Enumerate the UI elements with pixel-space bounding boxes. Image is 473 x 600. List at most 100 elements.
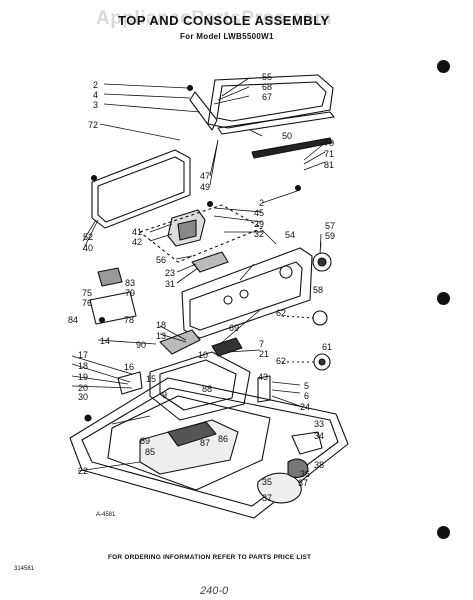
part-label-32: 32 [254, 229, 264, 239]
part-label-49: 49 [200, 182, 210, 192]
lid-opening [107, 395, 271, 491]
part-label-3: 3 [93, 100, 98, 110]
part-label-57: 57 [325, 221, 335, 231]
part-label-18: 18 [156, 320, 166, 330]
part-label-90: 90 [136, 340, 146, 350]
part-label-72: 72 [88, 120, 98, 130]
part-label-30: 30 [78, 392, 88, 402]
mounting-outline [139, 204, 263, 263]
part-label-71: 71 [324, 149, 334, 159]
part-label-10: 10 [198, 350, 208, 360]
bracket-part [257, 375, 271, 403]
hose-part [291, 431, 323, 455]
part-label-54: 54 [285, 230, 295, 240]
knob-62-upper [312, 310, 328, 326]
part-label-15: 15 [146, 374, 156, 384]
part-label-33: 33 [314, 419, 324, 429]
switch-part [191, 251, 229, 273]
part-label-67: 67 [262, 92, 272, 102]
part-label-41: 41 [132, 227, 142, 237]
part-label-76: 76 [82, 298, 92, 308]
part-label-18: 18 [78, 361, 88, 371]
part-label-56: 56 [156, 255, 166, 265]
part-label-59: 59 [325, 231, 335, 241]
part-label-62: 62 [276, 308, 286, 318]
part-label-5: 5 [304, 381, 309, 391]
trim-strip-part [217, 111, 335, 135]
part-label-58: 58 [313, 285, 323, 295]
model-subtitle: For Model LWB5500W1 [180, 32, 274, 41]
part-label-2: 2 [259, 198, 264, 208]
part-label-22: 22 [78, 466, 88, 476]
part-label-68: 68 [262, 82, 272, 92]
part-label-21: 21 [259, 349, 269, 359]
part-label-37: 37 [262, 493, 272, 503]
part-label-84: 84 [68, 315, 78, 325]
part-label-34: 34 [314, 431, 324, 441]
part-label-70: 70 [324, 138, 334, 148]
part-label-83: 83 [125, 278, 135, 288]
part-label-42: 42 [132, 237, 142, 247]
part-label-43: 43 [258, 372, 268, 382]
part-label-7: 7 [259, 339, 264, 349]
part-label-17: 17 [78, 350, 88, 360]
part-label-61: 61 [322, 342, 332, 352]
drawing-code: A-4581 [96, 512, 116, 518]
switch-10-part [211, 337, 243, 357]
part-label-69: 69 [229, 323, 239, 333]
part-label-38: 38 [314, 460, 324, 470]
part-label-85: 85 [145, 447, 155, 457]
part-label-78: 78 [124, 315, 134, 325]
part-label-89: 89 [140, 436, 150, 446]
part-label-23: 23 [165, 268, 175, 278]
knob-part [312, 252, 332, 272]
part-number-labels: 2 4 3 72 55 68 67 50 70 71 81 47 49 2 45… [68, 72, 335, 503]
part-label-37: 37 [298, 478, 308, 488]
part-label-13: 13 [156, 331, 166, 341]
part-label-87: 87 [200, 438, 210, 448]
part-label-88: 88 [202, 384, 212, 394]
part-label-47: 47 [200, 171, 210, 181]
watermark: AppliancePartsPros.com [96, 8, 332, 29]
part-label-16: 16 [124, 362, 134, 372]
ordering-note: FOR ORDERING INFORMATION REFER TO PARTS … [108, 554, 312, 561]
part-label-6: 6 [304, 391, 309, 401]
part-label-45: 45 [254, 208, 264, 218]
connector-part [97, 267, 123, 287]
diagram-title: TOP AND CONSOLE ASSEMBLY [118, 13, 330, 28]
rear-cover-part [91, 149, 191, 229]
part-label-86: 86 [218, 434, 228, 444]
part-label-24: 24 [300, 402, 310, 412]
part-label-35: 35 [262, 477, 272, 487]
part-label-81: 81 [324, 160, 334, 170]
part-label-20: 20 [78, 383, 88, 393]
part-label-79: 79 [125, 288, 135, 298]
part-label-62: 62 [276, 356, 286, 366]
top-panel-part [69, 377, 349, 519]
handwritten-note: 240-0 [200, 585, 229, 597]
pump-part [257, 472, 302, 504]
hinge-assembly-part [149, 351, 251, 421]
part-label-75: 75 [82, 288, 92, 298]
part-label-2: 2 [93, 80, 98, 90]
control-panel-part [181, 247, 313, 339]
part-label-40: 40 [83, 243, 93, 253]
end-cap-part [189, 91, 218, 131]
binder-hole-bottom [437, 526, 450, 539]
part-label-55: 55 [262, 72, 272, 82]
part-label-50: 50 [282, 131, 292, 141]
page-code: 314581 [14, 566, 35, 572]
water-valve-part [159, 329, 201, 355]
latch-part [117, 371, 143, 395]
binder-hole-middle [437, 292, 450, 305]
leader-lines [71, 77, 326, 472]
part-label-29: 29 [254, 219, 264, 229]
part-label-31: 31 [165, 279, 175, 289]
part-label-52: 52 [83, 232, 93, 242]
part-label-9: 9 [162, 390, 167, 400]
binder-hole-top [437, 60, 450, 73]
part-label-14: 14 [100, 336, 110, 346]
harness-part [89, 291, 137, 325]
